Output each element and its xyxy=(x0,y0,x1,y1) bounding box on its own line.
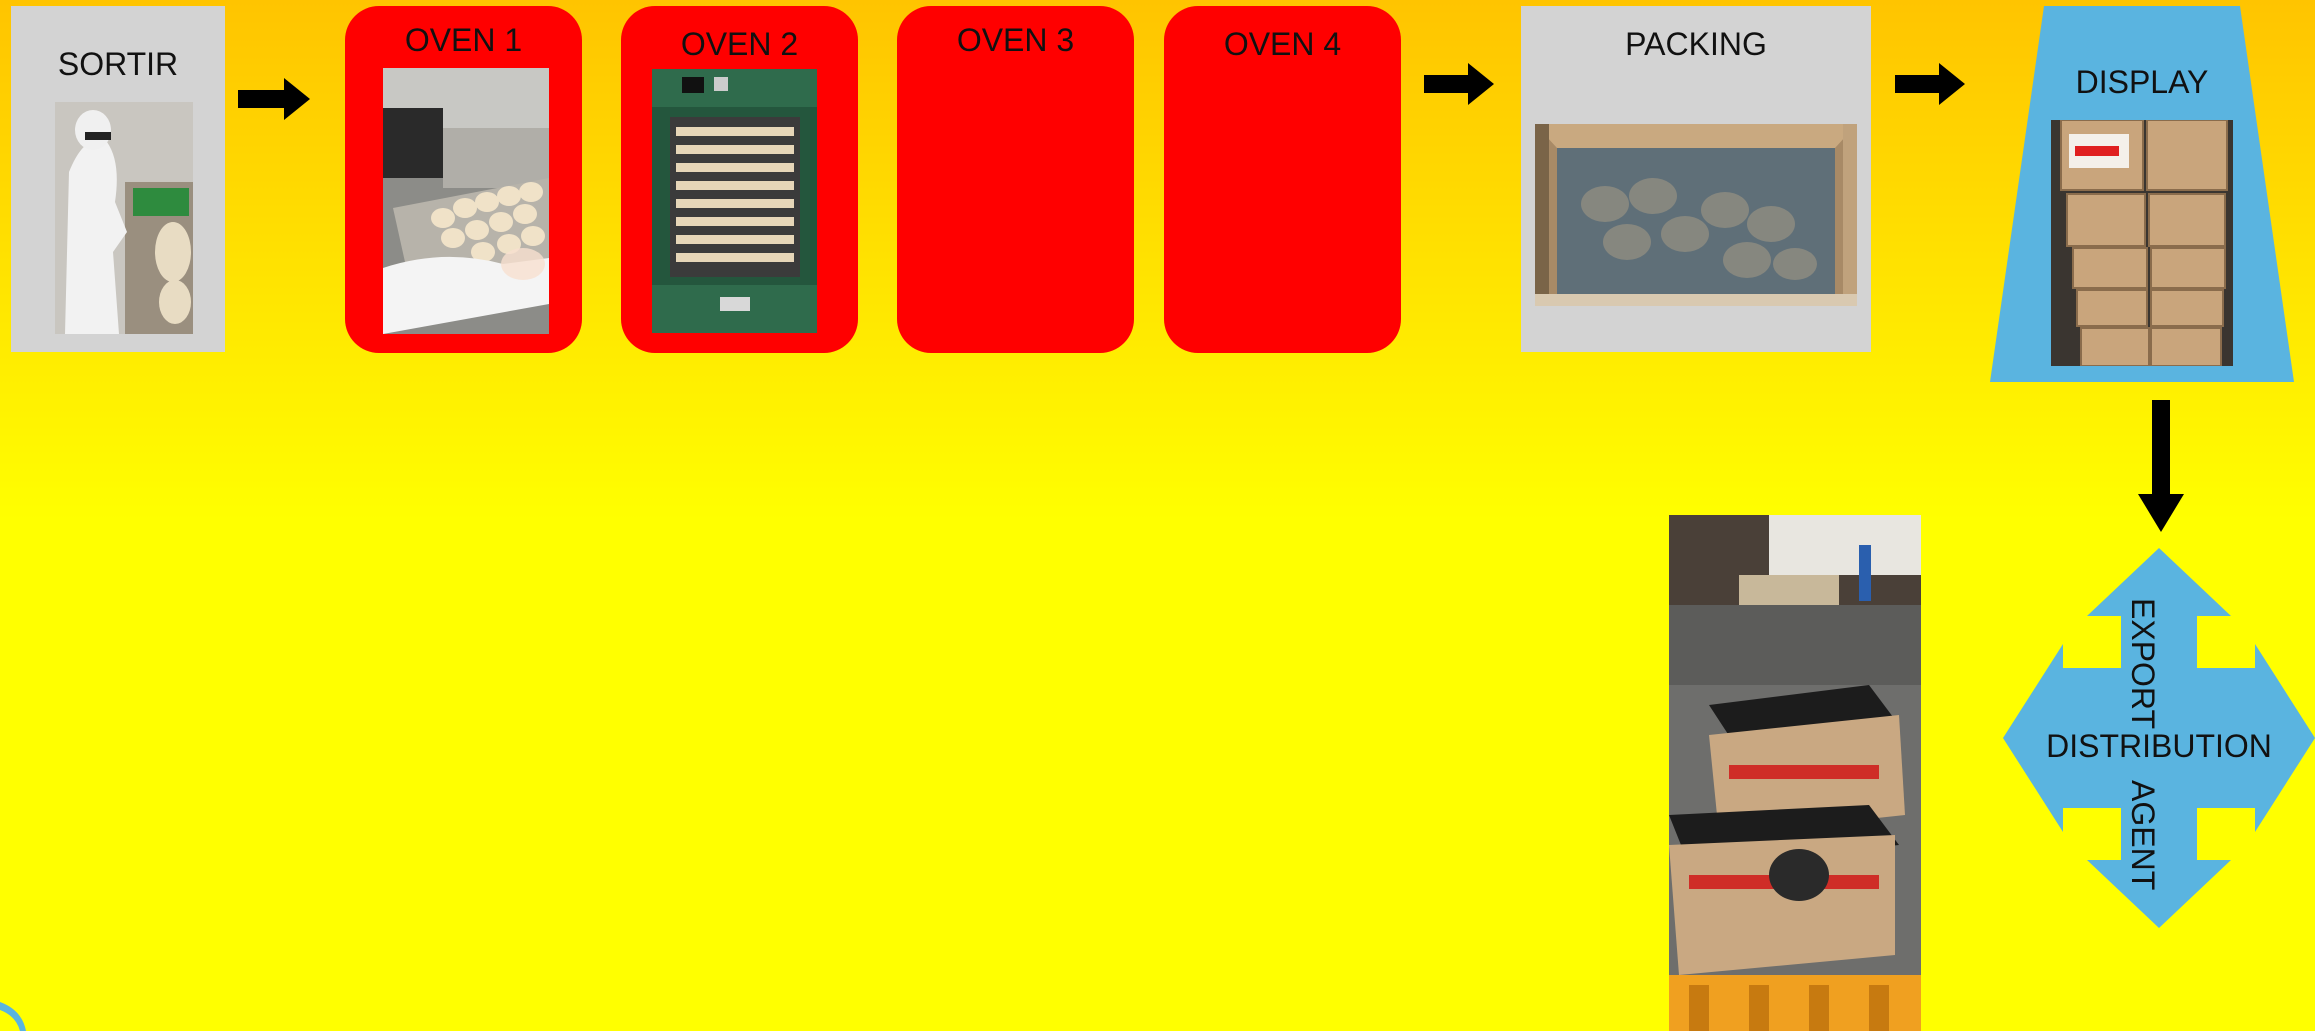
oven-4-label: OVEN 4 xyxy=(1164,28,1401,60)
sortir-step: SORTIR xyxy=(11,6,225,352)
corner-arc-shape xyxy=(0,996,30,1031)
flow-arrow-3 xyxy=(1895,63,1965,105)
display-step: DISPLAY xyxy=(1990,6,2294,382)
display-label: DISPLAY xyxy=(1990,66,2294,98)
flow-arrow-2 xyxy=(1424,63,1494,105)
distribution-label: DISTRIBUTION xyxy=(2003,730,2315,762)
packing-photo xyxy=(1535,124,1857,306)
shipment-photo xyxy=(1669,515,1921,1031)
sortir-label: SORTIR xyxy=(11,48,225,80)
oven-2-label: OVEN 2 xyxy=(621,28,858,60)
oven-2-step: OVEN 2 xyxy=(621,6,858,353)
flow-arrow-1 xyxy=(238,78,310,120)
oven-4-step: OVEN 4 xyxy=(1164,6,1401,353)
packing-step: PACKING xyxy=(1521,6,1871,352)
agent-label: AGENT xyxy=(2127,780,2159,930)
distribution-cross: EXPORT DISTRIBUTION AGENT xyxy=(2003,548,2315,928)
oven-1-step: OVEN 1 xyxy=(345,6,582,353)
flow-arrow-down xyxy=(2138,400,2184,532)
oven-1-photo xyxy=(383,68,549,334)
oven-3-label: OVEN 3 xyxy=(897,24,1134,56)
oven-3-step: OVEN 3 xyxy=(897,6,1134,353)
oven-2-photo xyxy=(652,69,817,333)
export-label: EXPORT xyxy=(2127,598,2159,748)
oven-1-label: OVEN 1 xyxy=(345,24,582,56)
packing-label: PACKING xyxy=(1521,28,1871,60)
sortir-photo xyxy=(55,102,193,334)
display-photo xyxy=(2051,120,2233,366)
